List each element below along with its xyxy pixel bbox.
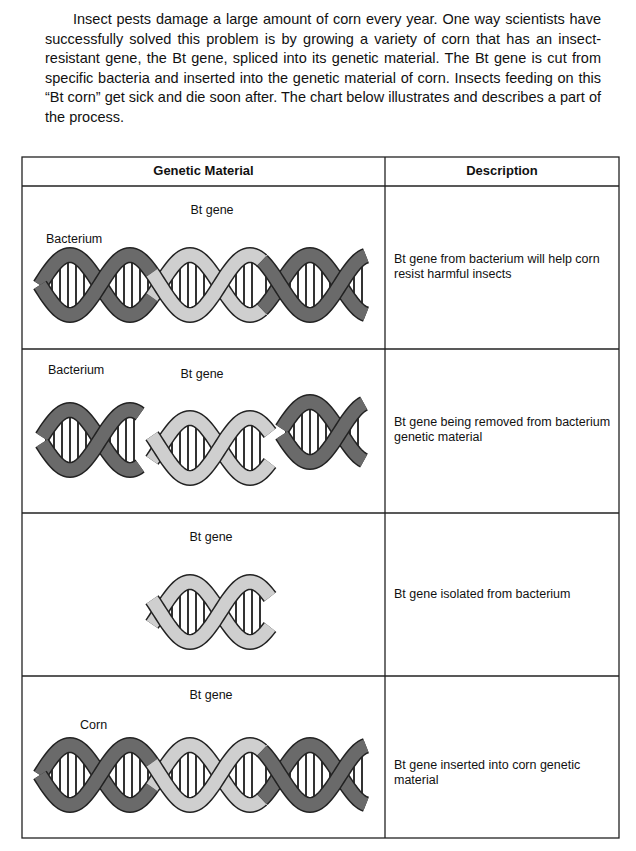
base-pair: [131, 255, 133, 315]
dna-strand: [152, 418, 270, 478]
strand-outline: [152, 582, 270, 642]
dna-helices: [40, 255, 366, 805]
strand-outline: [40, 745, 152, 805]
base-pair: [69, 410, 71, 470]
base-pair: [67, 745, 69, 805]
base-pair: [187, 582, 189, 642]
base-pair: [251, 582, 253, 642]
strand-outline: [152, 255, 262, 315]
dna-strand: [262, 745, 366, 804]
column-header: Description: [385, 163, 619, 179]
base-pair: [251, 745, 253, 805]
gene-label: Bt gene: [186, 688, 236, 703]
base-pair: [187, 745, 189, 805]
strand-outline: [40, 745, 152, 805]
base-pair: [67, 255, 69, 315]
description-text: Bt gene being removed from bacterium gen…: [394, 415, 612, 445]
base-pair: [187, 255, 189, 315]
dna-strand: [40, 255, 152, 315]
dna-strand: [40, 255, 152, 315]
gene-label: Bt gene: [186, 530, 236, 545]
strand-outline: [152, 582, 270, 642]
dna-strand: [282, 404, 364, 463]
description-text: Bt gene isolated from bacterium: [394, 587, 612, 602]
strand-outline: [40, 255, 152, 315]
dna-strand: [42, 410, 140, 470]
intro-paragraph: Insect pests damage a large amount of co…: [45, 10, 601, 127]
dna-strand: [152, 582, 270, 642]
strand-outline: [42, 410, 140, 470]
dna-strand: [152, 418, 270, 478]
strand-outline: [42, 410, 140, 470]
description-text: Bt gene from bacterium will help corn re…: [394, 252, 612, 282]
description-text: Bt gene inserted into corn genetic mater…: [394, 758, 612, 788]
base-pair: [131, 745, 133, 805]
dna-strand: [40, 745, 152, 805]
dna-strand: [152, 255, 262, 315]
strand-outline: [262, 256, 366, 315]
strand-outline: [152, 418, 270, 478]
dna-strand: [152, 745, 262, 805]
dna-strand: [42, 410, 140, 470]
table-grid: [22, 157, 619, 838]
dna-strand: [152, 745, 262, 805]
strand-outline: [152, 255, 262, 315]
dna-strand: [40, 745, 152, 805]
base-pair: [309, 402, 311, 462]
dna-strand: [262, 255, 366, 314]
base-pair: [187, 418, 189, 478]
strand-outline: [152, 418, 270, 478]
column-header: Genetic Material: [22, 163, 385, 179]
organism-label: Corn: [80, 718, 160, 733]
dna-strand: [152, 582, 270, 642]
dna-strand: [262, 256, 366, 315]
strand-outline: [152, 745, 262, 805]
dna-strand: [262, 746, 366, 805]
strand-outline: [262, 255, 366, 314]
strand-outline: [40, 255, 152, 315]
strand-outline: [262, 745, 366, 804]
dna-strand: [152, 255, 262, 315]
gene-label: Bt gene: [187, 203, 237, 218]
strand-outline: [282, 404, 364, 463]
organism-label: Bacterium: [46, 232, 166, 247]
base-pair: [251, 255, 253, 315]
strand-outline: [152, 745, 262, 805]
organism-label: Bacterium: [48, 363, 168, 378]
gene-label: Bt gene: [177, 367, 227, 382]
strand-outline: [262, 746, 366, 805]
base-pair: [251, 418, 253, 478]
